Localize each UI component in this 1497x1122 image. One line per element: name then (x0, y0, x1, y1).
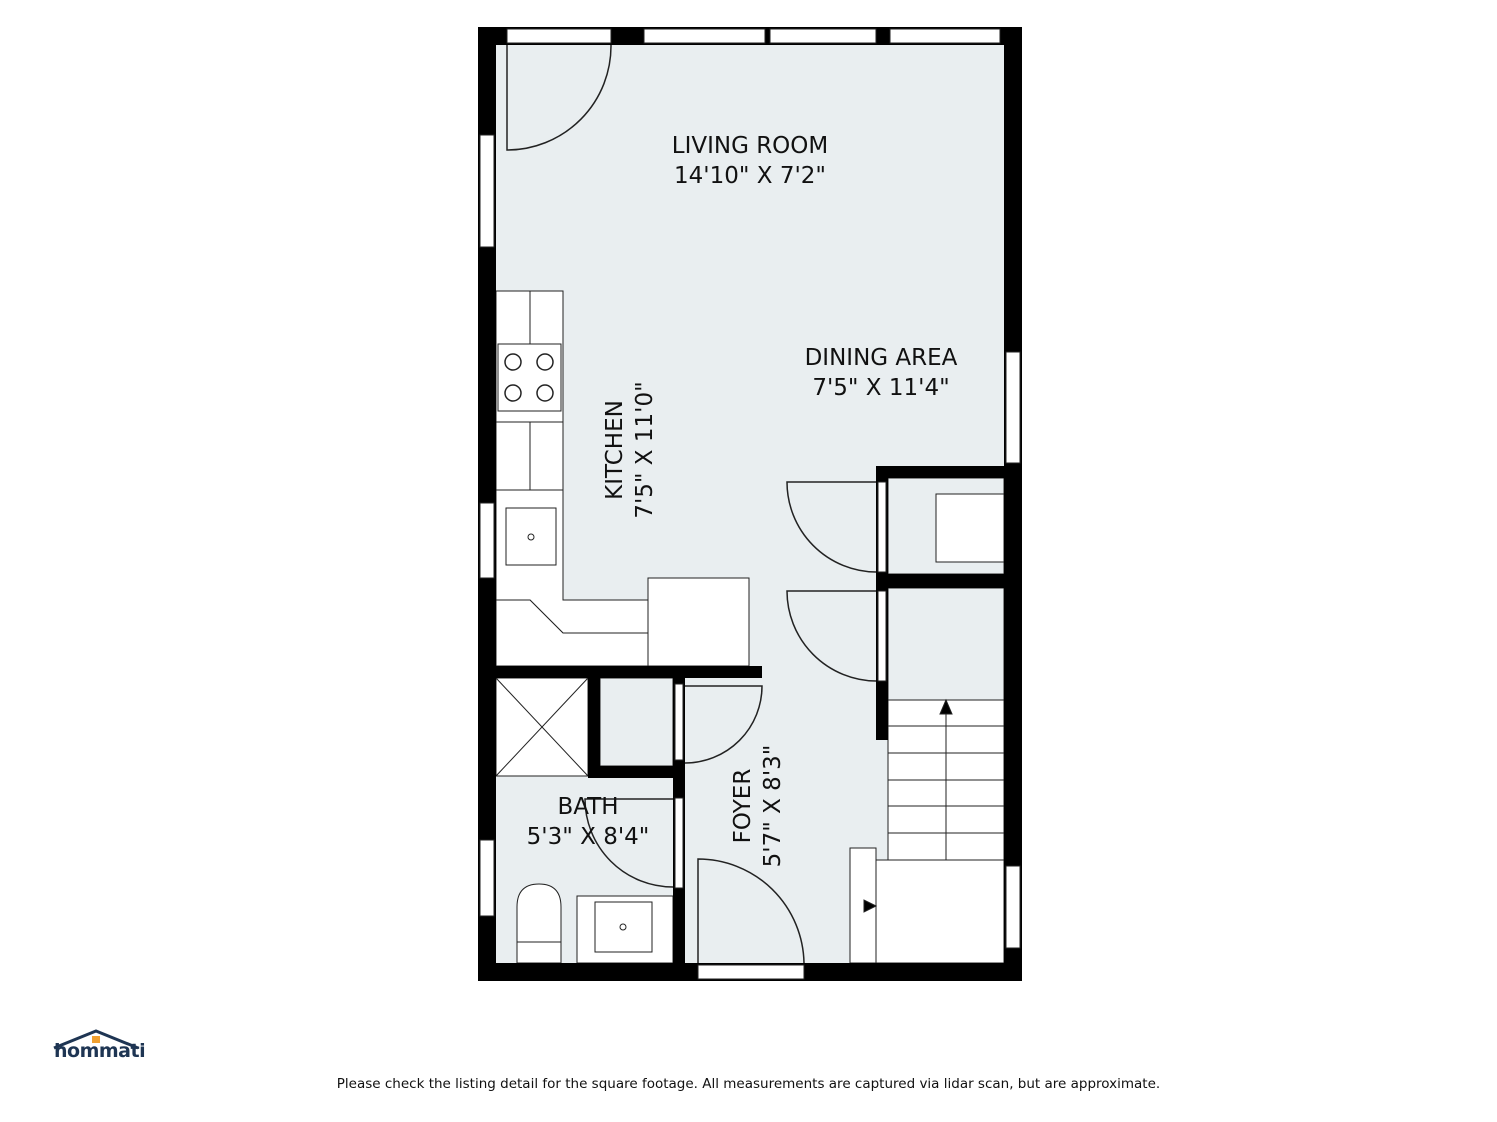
toilet-icon (516, 883, 562, 964)
disclaimer: Please check the listing detail for the … (336, 1076, 1161, 1092)
staircase (849, 698, 1005, 964)
shower (495, 677, 589, 777)
kitchen-name: KITCHEN (602, 400, 628, 500)
doors (506, 44, 877, 964)
dining-area-size: 7'5" X 11'4" (812, 375, 949, 401)
closets (599, 477, 1005, 767)
dining-area-name: DINING AREA (805, 345, 958, 371)
kitchen-size: 7'5" X 11'0" (632, 381, 658, 518)
bath-name: BATH (557, 794, 618, 820)
kitchen-counters (495, 290, 750, 667)
living-room-size: 14'10" X 7'2" (674, 163, 826, 189)
logo-text: hommati (54, 1040, 146, 1062)
foyer-name: FOYER (730, 769, 756, 844)
windows (479, 28, 1021, 980)
stove-icon (504, 353, 554, 402)
sink-vanity (576, 895, 674, 964)
foyer-size: 5'7" X 8'3" (760, 745, 786, 868)
hommati-logo: hommati (50, 1028, 146, 1068)
house-roof-icon (53, 1029, 139, 1050)
bath-size: 5'3" X 8'4" (527, 824, 650, 850)
living-room-name: LIVING ROOM (672, 133, 829, 159)
